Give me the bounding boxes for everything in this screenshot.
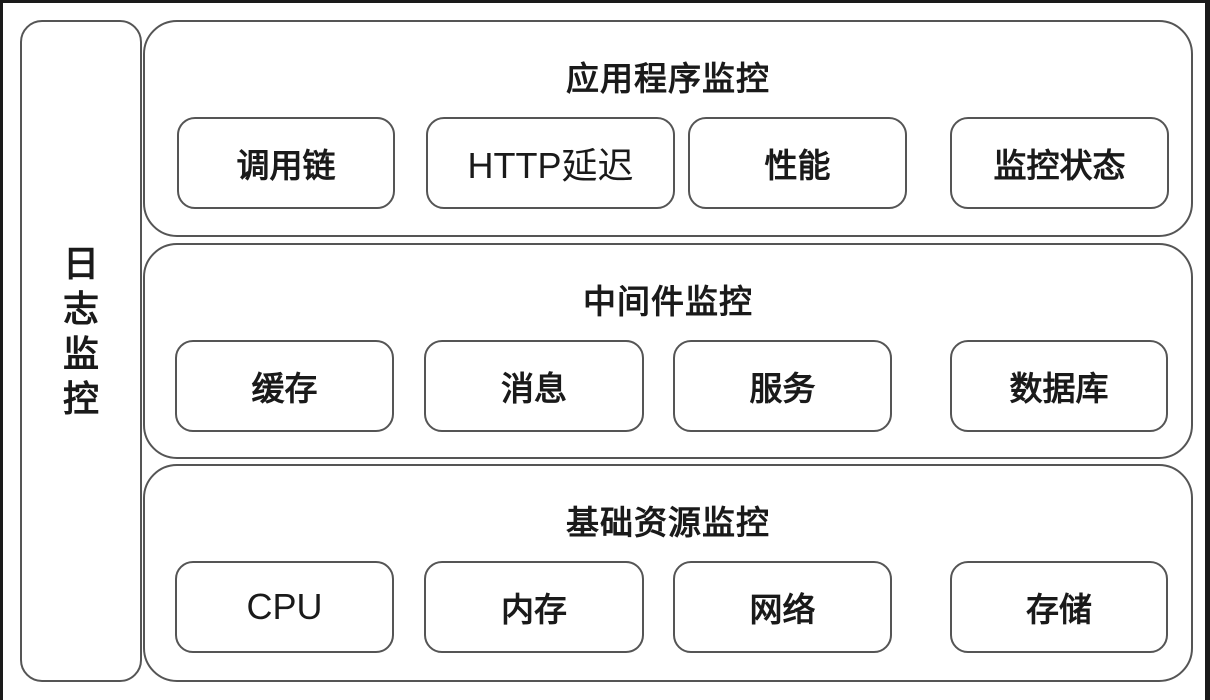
service-box: 服务 bbox=[673, 340, 892, 432]
cpu-box: CPU bbox=[175, 561, 394, 653]
log-monitoring-char: 志 bbox=[62, 289, 99, 330]
storage-box: 存储 bbox=[950, 561, 1168, 653]
infrastructure-monitoring-layer: 基础资源监控 CPU 内存 网络 存储 bbox=[143, 464, 1193, 682]
performance-box: 性能 bbox=[688, 117, 907, 209]
monitoring-status-box: 监控状态 bbox=[950, 117, 1169, 209]
layer-title: 基础资源监控 bbox=[566, 503, 770, 542]
memory-box: 内存 bbox=[424, 561, 644, 653]
network-box: 网络 bbox=[673, 561, 892, 653]
cache-box: 缓存 bbox=[175, 340, 394, 432]
database-box: 数据库 bbox=[950, 340, 1168, 432]
layer-title: 中间件监控 bbox=[583, 282, 753, 321]
log-monitoring-char: 日 bbox=[62, 244, 99, 285]
middleware-monitoring-layer: 中间件监控 缓存 消息 服务 数据库 bbox=[143, 243, 1193, 459]
message-box: 消息 bbox=[424, 340, 644, 432]
log-monitoring-char: 监 bbox=[62, 334, 99, 375]
layer-title: 应用程序监控 bbox=[566, 59, 770, 98]
log-monitoring-label: 日 志 监 控 bbox=[63, 242, 99, 422]
monitoring-architecture-diagram: 日 志 监 控 应用程序监控 调用链 HTTP延迟 性能 监控状态 中间件监控 … bbox=[3, 3, 1205, 700]
application-monitoring-layer: 应用程序监控 调用链 HTTP延迟 性能 监控状态 bbox=[143, 20, 1193, 237]
call-chain-box: 调用链 bbox=[177, 117, 395, 209]
http-latency-box: HTTP延迟 bbox=[426, 117, 675, 209]
log-monitoring-char: 控 bbox=[62, 379, 99, 420]
log-monitoring-column: 日 志 监 控 bbox=[20, 20, 142, 682]
